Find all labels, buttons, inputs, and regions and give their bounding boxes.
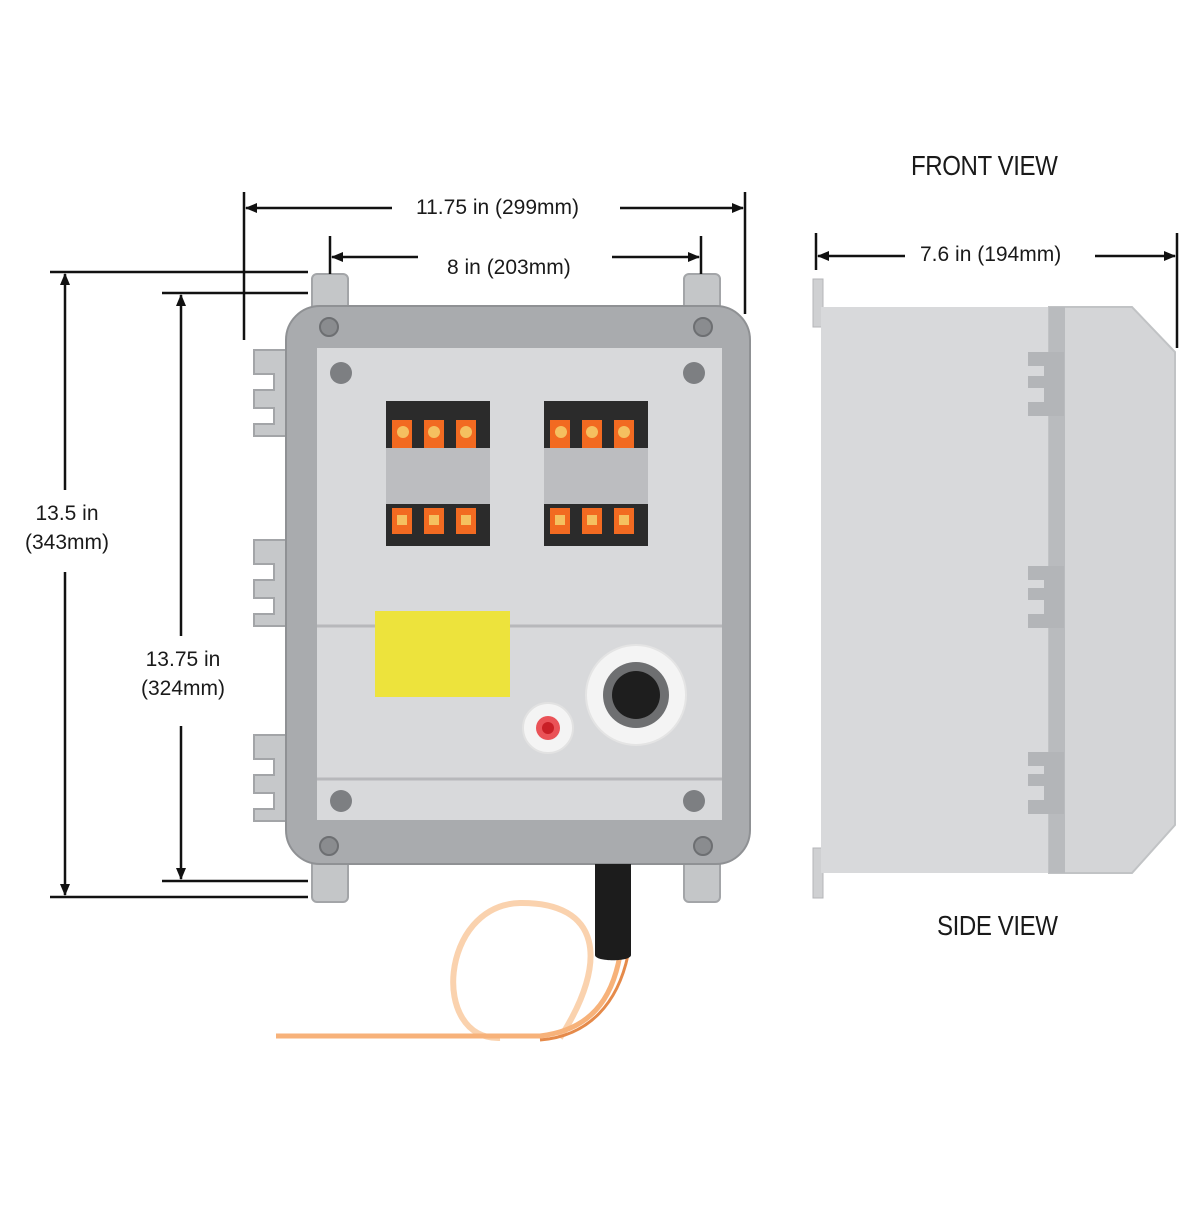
front-view-enclosure bbox=[253, 273, 751, 903]
circuit-breaker-left bbox=[386, 401, 490, 546]
side-body bbox=[821, 307, 1051, 873]
panel-screws bbox=[330, 362, 705, 812]
side-hinges bbox=[1028, 352, 1064, 814]
side-view-enclosure bbox=[812, 278, 1176, 899]
side-lid bbox=[1048, 306, 1176, 874]
side-view-title: SIDE VIEW bbox=[937, 910, 1058, 941]
cable-gland bbox=[595, 864, 631, 961]
height-inner-label: 13.75 in (324mm) bbox=[128, 645, 238, 703]
height-inner-in: 13.75 in bbox=[145, 648, 221, 671]
lid-screws bbox=[319, 317, 713, 856]
warning-label bbox=[375, 611, 510, 697]
front-view-title: FRONT VIEW bbox=[911, 150, 1058, 181]
height-outer-label: 13.5 in (343mm) bbox=[12, 499, 122, 557]
circuit-breaker-right bbox=[544, 401, 648, 546]
width-outer-label: 11.75 in (299mm) bbox=[416, 196, 580, 219]
depth-label: 7.6 in (194mm) bbox=[920, 243, 1062, 266]
dimension-lines bbox=[50, 192, 1179, 899]
mount-tab-bottom-left bbox=[311, 859, 349, 903]
mount-tab-bottom-right bbox=[683, 859, 721, 903]
height-outer-in: 13.5 in bbox=[35, 502, 99, 525]
inner-panel bbox=[317, 348, 722, 820]
power-cable bbox=[276, 864, 631, 1042]
width-inner-label: 8 in (203mm) bbox=[447, 256, 571, 279]
height-inner-mm: (324mm) bbox=[140, 677, 225, 700]
height-outer-mm: (343mm) bbox=[24, 531, 109, 554]
hinges-left bbox=[253, 349, 289, 822]
